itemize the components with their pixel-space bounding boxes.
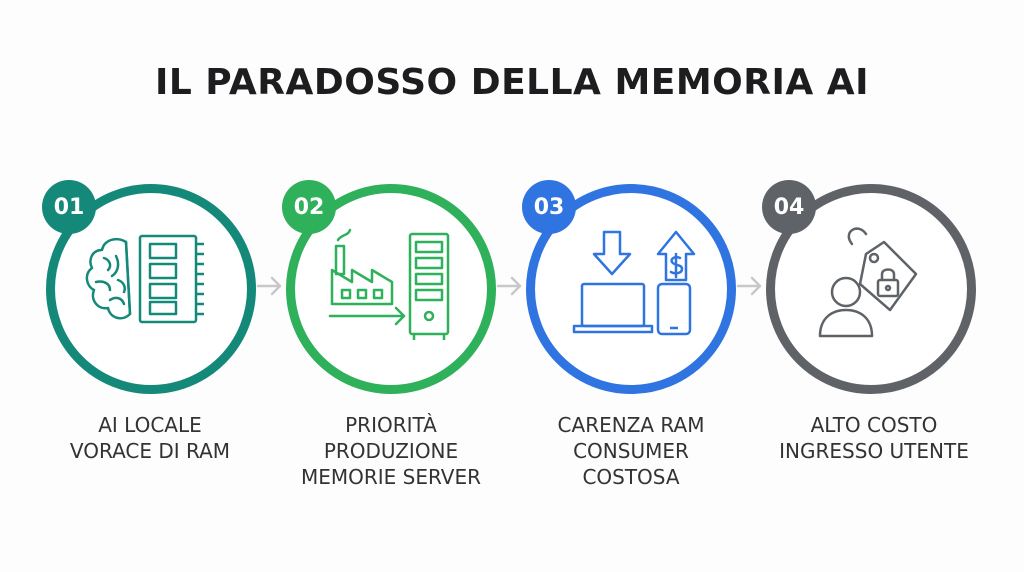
ram-module-icon — [138, 234, 204, 324]
step-4: 04 — [762, 180, 976, 394]
step-4-label: ALTO COSTO INGRESSO UTENTE — [754, 412, 994, 464]
brain-icon — [85, 238, 132, 320]
label-line: AI LOCALE — [98, 413, 202, 437]
step-2-label: PRIORITÀ PRODUZIONE MEMORIE SERVER — [271, 412, 511, 490]
label-line: COSTOSA — [582, 465, 680, 489]
step-1-label: AI LOCALE VORACE DI RAM — [30, 412, 270, 464]
smartphone-icon — [656, 282, 692, 336]
label-line: VORACE DI RAM — [69, 439, 231, 463]
label-line: PRIORITÀ — [345, 413, 437, 437]
step-4-badge: 04 — [762, 180, 816, 234]
step-1: 01 — [42, 180, 256, 394]
arrow-down-icon — [592, 230, 632, 276]
laptop-icon — [572, 282, 654, 334]
diagram-title: IL PARADOSSO DELLA MEMORIA AI — [154, 62, 870, 103]
label-line: PRODUZIONE — [323, 439, 459, 463]
price-up-icon — [656, 230, 696, 282]
flow-arrow-2 — [496, 276, 522, 296]
user-icon — [818, 276, 874, 338]
label-line: CARENZA RAM — [557, 413, 705, 437]
step-3-label: CARENZA RAM CONSUMER COSTOSA — [511, 412, 751, 490]
step-2-badge: 02 — [282, 180, 336, 234]
label-line: INGRESSO UTENTE — [779, 439, 969, 463]
step-3: 03 — [522, 180, 736, 394]
flow-arrow-3 — [736, 276, 762, 296]
label-line: CONSUMER — [573, 439, 689, 463]
arrow-right-icon — [328, 306, 406, 326]
step-2: 02 — [282, 180, 496, 394]
server-rack-icon — [408, 232, 450, 340]
flow-arrow-1 — [256, 276, 282, 296]
price-tag-lock-icon — [847, 227, 918, 312]
step-1-badge: 01 — [42, 180, 96, 234]
step-3-badge: 03 — [522, 180, 576, 234]
label-line: MEMORIE SERVER — [300, 465, 482, 489]
factory-icon — [330, 228, 394, 306]
label-line: ALTO COSTO — [810, 413, 938, 437]
